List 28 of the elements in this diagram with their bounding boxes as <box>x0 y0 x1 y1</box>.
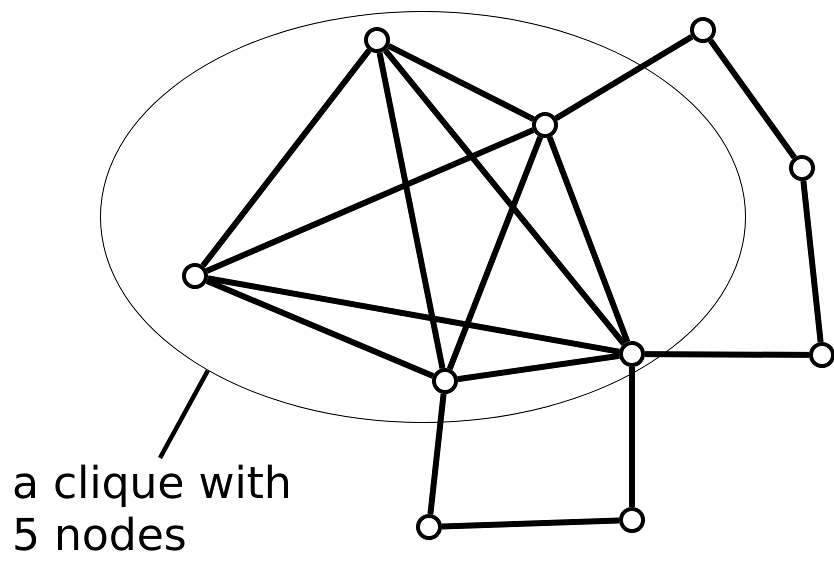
graph-edge <box>206 278 434 379</box>
graph-edge <box>800 180 824 342</box>
graph-edge <box>206 127 534 274</box>
graph-edge <box>376 52 446 369</box>
graph-edge <box>200 48 372 268</box>
graph-vertex <box>416 514 442 540</box>
leader-line <box>158 370 210 460</box>
graph-vertex <box>364 26 390 52</box>
graph-edge <box>446 136 544 370</box>
graph-edge <box>645 351 809 358</box>
graph-vertex <box>789 155 815 181</box>
graph-vertex <box>532 112 558 138</box>
annotation-text: a clique with 5 nodes <box>12 458 312 562</box>
graph-edge <box>207 275 620 355</box>
graph-vertex <box>182 262 208 288</box>
graph-edge <box>442 517 620 530</box>
graph-edge <box>387 43 535 122</box>
graph-edge <box>554 34 694 121</box>
graph-edge <box>457 352 620 382</box>
graph-edge <box>382 48 626 346</box>
graph-vertex <box>618 340 644 366</box>
graph-vertex <box>432 368 458 394</box>
graph-edge <box>546 136 630 343</box>
graph-vertex <box>619 507 645 533</box>
graph-edge <box>708 38 797 160</box>
graph-edge <box>629 367 635 507</box>
graph-vertex <box>809 342 834 368</box>
graph-edge <box>427 394 447 514</box>
